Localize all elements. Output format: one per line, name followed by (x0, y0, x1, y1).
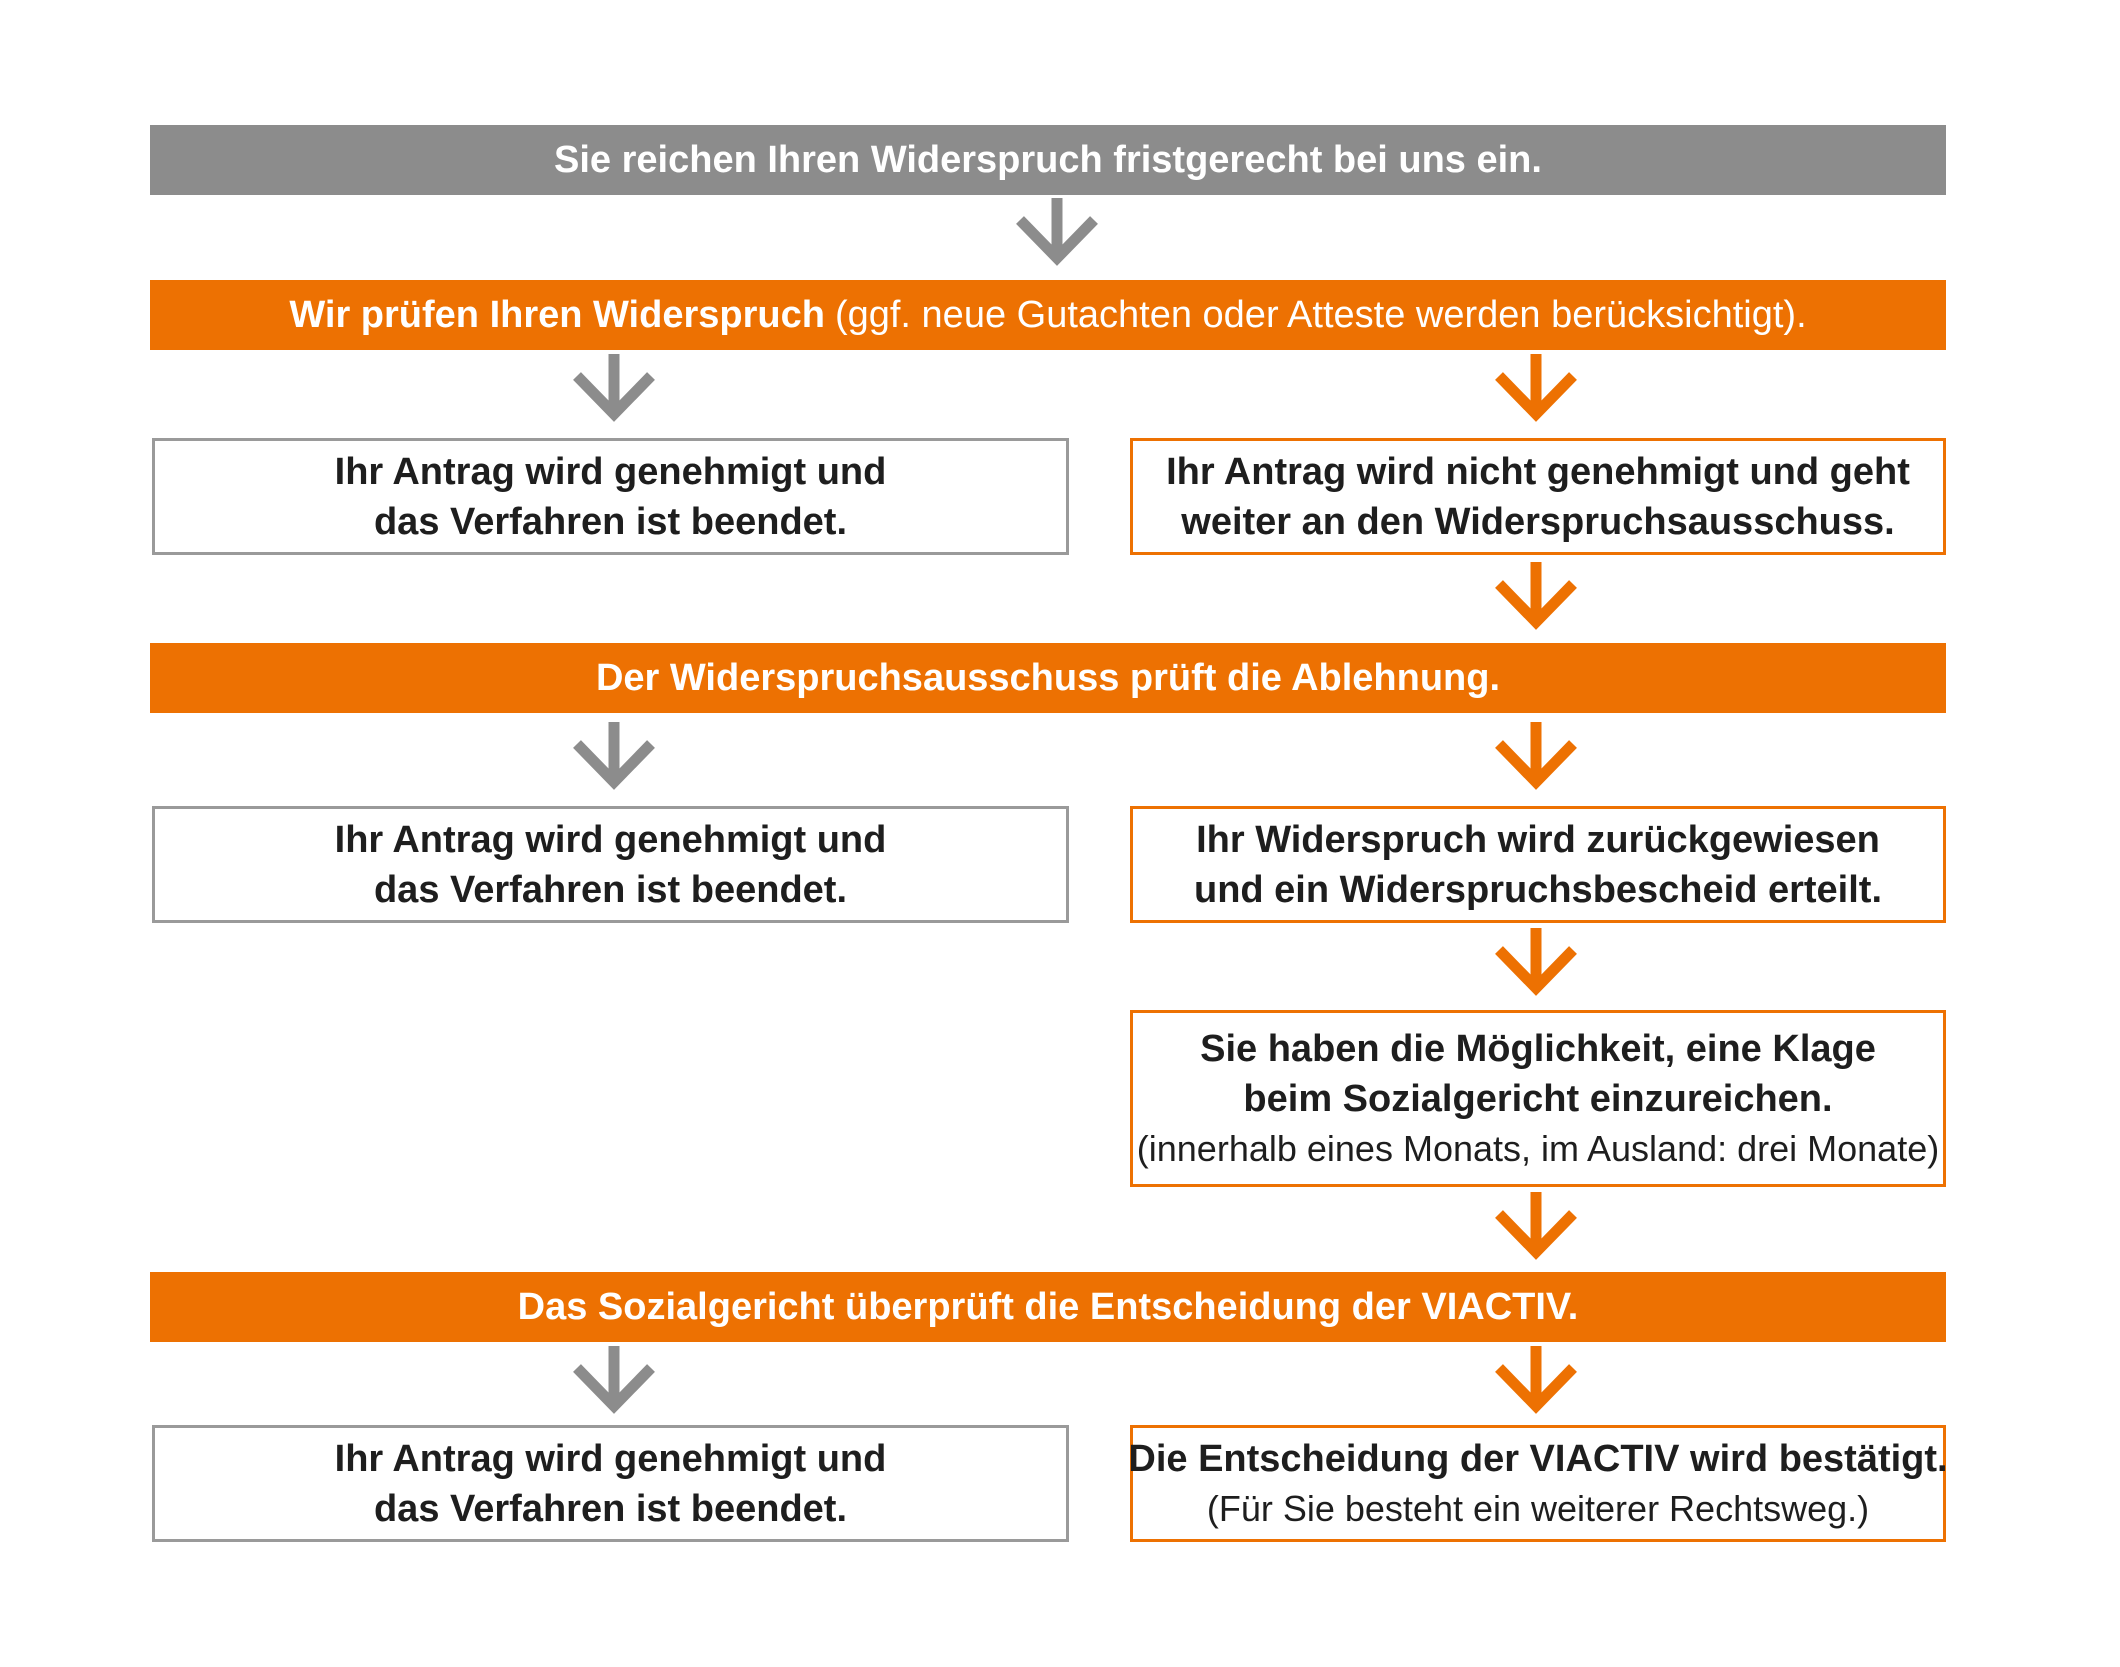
outcome-confirmed-line1: Die Entscheidung der VIACTIV wird bestät… (1128, 1437, 1948, 1480)
outcome-approved-line2: das Verfahren ist beendet. (373, 868, 848, 911)
outcome-approved-line1: Ihr Antrag wird genehmigt und (334, 1437, 887, 1480)
step-submit-bar: Sie reichen Ihren Widerspruch fristgerec… (150, 125, 1946, 195)
arrow-down-icon (1495, 562, 1577, 630)
outcome-approved-line1: Ihr Antrag wird genehmigt und (334, 818, 887, 861)
arrow-down-icon (1495, 928, 1577, 996)
step-court-text: Das Sozialgericht überprüft die Entschei… (517, 1285, 1579, 1328)
outcome-approved-line2: das Verfahren ist beendet. (373, 1487, 848, 1530)
arrow-down-icon (1016, 198, 1098, 266)
step-review-light-text: (ggf. neue Gutachten oder Atteste werden… (834, 293, 1807, 336)
step-court-bar: Das Sozialgericht überprüft die Entschei… (150, 1272, 1946, 1342)
outcome-approved-box: Ihr Antrag wird genehmigt und das Verfah… (152, 1425, 1069, 1542)
step-committee-bar: Der Widerspruchsausschuss prüft die Able… (150, 643, 1946, 713)
arrow-down-icon (573, 1346, 655, 1414)
outcome-approved-line1: Ihr Antrag wird genehmigt und (334, 450, 887, 493)
step-review-bar: Wir prüfen Ihren Widerspruch (ggf. neue … (150, 280, 1946, 350)
lawsuit-line1: Sie haben die Möglichkeit, eine Klage (1200, 1027, 1876, 1070)
step-submit-text: Sie reichen Ihren Widerspruch fristgerec… (554, 138, 1542, 181)
lawsuit-line2: beim Sozialgericht einzureichen. (1243, 1077, 1833, 1120)
arrow-down-icon (573, 354, 655, 422)
outcome-approved-line2: das Verfahren ist beendet. (373, 500, 848, 543)
outcome-confirmed-note: (Für Sie besteht ein weiterer Rechtsweg.… (1206, 1487, 1870, 1529)
step-committee-text: Der Widerspruchsausschuss prüft die Able… (595, 656, 1501, 699)
arrow-down-icon (1495, 1192, 1577, 1260)
outcome-approved-box: Ihr Antrag wird genehmigt und das Verfah… (152, 438, 1069, 555)
outcome-not-approved-box: Ihr Antrag wird nicht genehmigt und geht… (1130, 438, 1946, 555)
arrow-down-icon (1495, 354, 1577, 422)
outcome-approved-box: Ihr Antrag wird genehmigt und das Verfah… (152, 806, 1069, 923)
step-review-bold-text: Wir prüfen Ihren Widerspruch (289, 293, 825, 336)
lawsuit-option-box: Sie haben die Möglichkeit, eine Klage be… (1130, 1010, 1946, 1187)
outcome-rejected-line2: und ein Widerspruchsbescheid erteilt. (1193, 868, 1883, 911)
outcome-not-approved-line1: Ihr Antrag wird nicht genehmigt und geht (1166, 450, 1910, 493)
outcome-confirmed-box: Die Entscheidung der VIACTIV wird bestät… (1128, 1425, 1948, 1542)
arrow-down-icon (573, 722, 655, 790)
lawsuit-note: (innerhalb eines Monats, im Ausland: dre… (1136, 1127, 1940, 1169)
arrow-down-icon (1495, 1346, 1577, 1414)
outcome-rejected-box: Ihr Widerspruch wird zurückgewiesen und … (1130, 806, 1946, 923)
outcome-not-approved-line2: weiter an den Widerspruchsausschuss. (1181, 500, 1895, 543)
arrow-down-icon (1495, 722, 1577, 790)
outcome-rejected-line1: Ihr Widerspruch wird zurückgewiesen (1196, 818, 1880, 861)
